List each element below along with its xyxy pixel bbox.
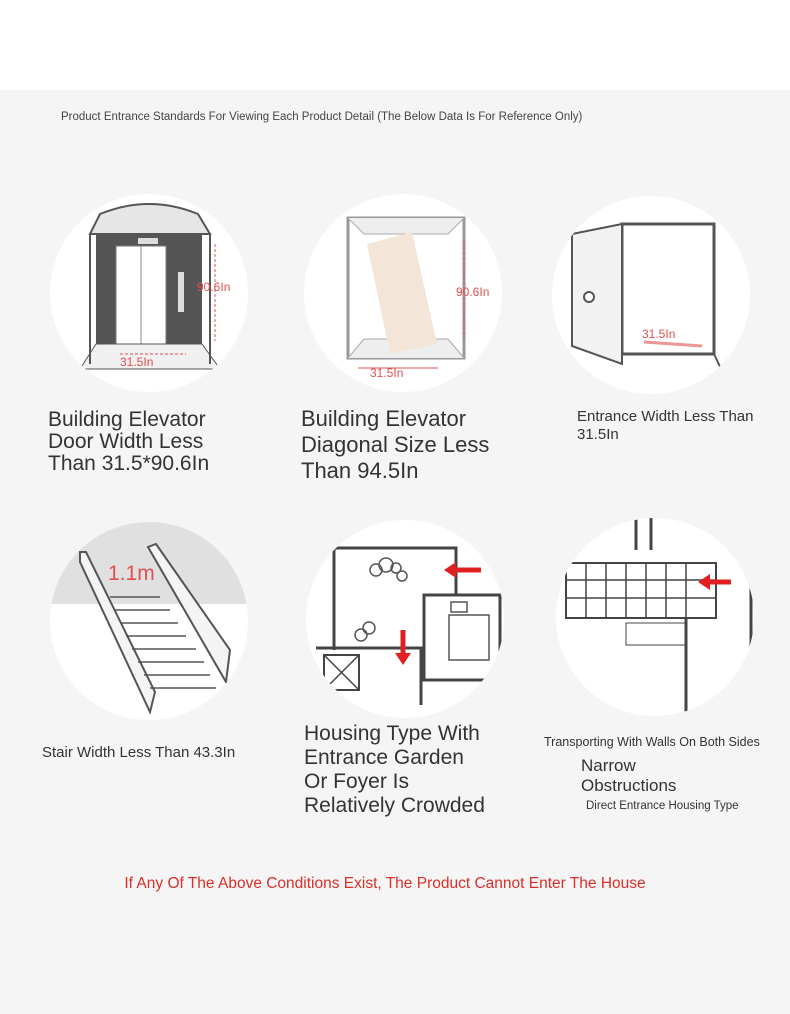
caption-line: Building Elevator	[48, 408, 206, 431]
caption-corridor-note: Direct Entrance Housing Type	[586, 800, 739, 812]
caption-line: Than 94.5In	[301, 458, 419, 483]
width-label: 31.5In	[120, 355, 154, 369]
elevator-diagonal-icon	[304, 194, 502, 392]
caption-line: Diagonal Size Less	[301, 432, 490, 457]
caption-line: Entrance Garden	[304, 746, 464, 769]
caption-line: Entrance Width Less Than	[577, 408, 754, 425]
caption-floor-plan: Housing Type With Entrance Garden Or Foy…	[304, 722, 485, 818]
caption-line: Than 31.5*90.6In	[48, 452, 210, 475]
warning-text: If Any Of The Above Conditions Exist, Th…	[124, 875, 646, 892]
caption-line: Relatively Crowded	[304, 794, 485, 817]
entrance-door-icon	[552, 196, 750, 394]
caption-corridor-subtitle: Transporting With Walls On Both Sides	[544, 735, 760, 749]
width-label: 1.1m	[108, 562, 155, 585]
caption-entrance: Entrance Width Less Than 31.5In	[577, 408, 753, 444]
caption-line: Housing Type With	[304, 722, 480, 745]
caption-line: Building Elevator	[301, 406, 467, 431]
caption-corridor: Narrow Obstructions	[581, 756, 676, 796]
width-label: 31.5In	[370, 366, 404, 380]
height-label: 90.6In	[456, 285, 490, 299]
caption-line: 31.5In	[577, 426, 619, 443]
page-header: Product Entrance Standards For Viewing E…	[61, 111, 583, 123]
caption-line: Obstructions	[581, 776, 677, 795]
caption-stairs: Stair Width Less Than 43.3In	[42, 744, 236, 761]
caption-line: Door Width Less	[48, 430, 204, 453]
elevator-door-icon	[50, 194, 248, 392]
width-label: 31.5In	[642, 327, 676, 341]
caption-line: Narrow	[581, 756, 636, 775]
height-label: 90.6In	[197, 280, 231, 294]
narrow-corridor-icon	[556, 518, 754, 716]
floor-plan-icon	[306, 520, 504, 718]
caption-line: Or Foyer Is	[304, 770, 410, 793]
caption-elevator-door: Building Elevator Door Width Less Than 3…	[48, 409, 209, 475]
stairs-icon	[50, 522, 248, 720]
caption-elevator-diagonal: Building Elevator Diagonal Size Less Tha…	[301, 406, 489, 484]
